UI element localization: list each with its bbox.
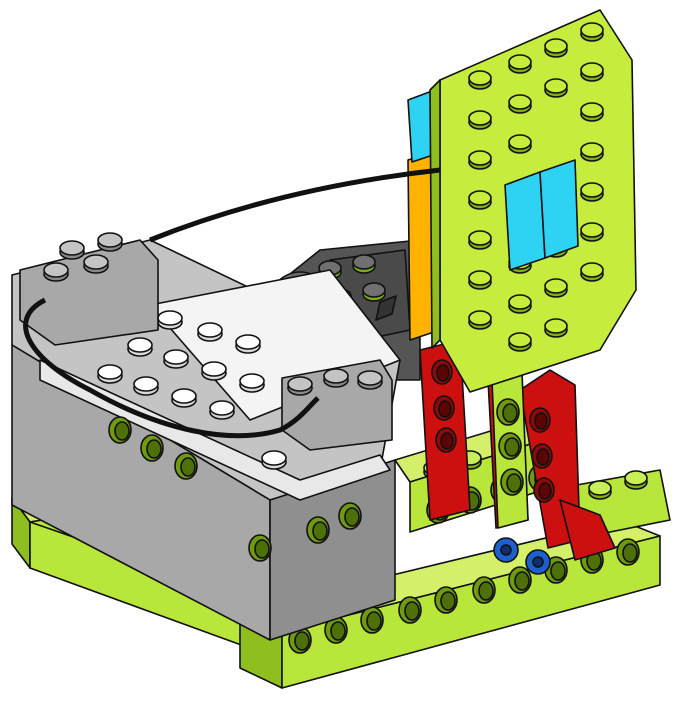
grey-smarthub — [11, 232, 401, 641]
red-beams — [419, 339, 616, 561]
cyan-center-tiles — [504, 159, 579, 271]
black-cable — [23, 167, 441, 439]
lime-octagon-target — [429, 9, 637, 393]
blue-axle-pins — [493, 537, 551, 575]
